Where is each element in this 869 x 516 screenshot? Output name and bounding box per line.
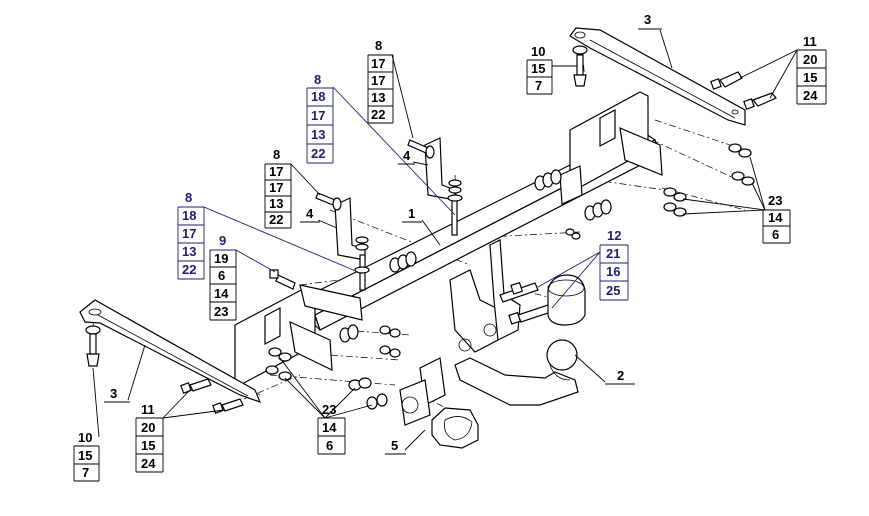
svg-text:6: 6 [326, 438, 333, 453]
stack-left-bolt: 9 19 6 14 23 [209, 233, 237, 321]
svg-text:17: 17 [182, 226, 196, 241]
svg-text:13: 13 [371, 90, 385, 105]
svg-text:11: 11 [141, 402, 155, 417]
leader-lines [92, 29, 798, 451]
svg-text:4: 4 [306, 206, 314, 221]
socket-bracket [399, 357, 446, 426]
tow-ball-cap [547, 274, 586, 326]
part-callout-1: 1 [402, 206, 422, 223]
svg-text:8: 8 [375, 38, 382, 53]
svg-text:22: 22 [182, 262, 196, 277]
svg-text:23: 23 [768, 193, 782, 208]
stack-center-navy: 8 18 17 13 22 [306, 72, 334, 164]
svg-text:3: 3 [110, 386, 117, 401]
stack-top-center: 8 17 17 13 22 [367, 38, 394, 124]
svg-text:15: 15 [78, 448, 92, 463]
part-callout-4-center: 4 [398, 148, 415, 165]
svg-text:17: 17 [371, 56, 385, 71]
svg-text:13: 13 [182, 244, 196, 259]
svg-text:11: 11 [803, 34, 817, 49]
svg-text:8: 8 [185, 190, 192, 205]
stack-bottom-nuts: 23 14 6 [317, 402, 346, 455]
ball-bolts [499, 281, 552, 325]
stack-top-right-bolts: 11 20 15 24 [796, 34, 827, 105]
svg-text:15: 15 [803, 70, 817, 85]
rear-bolts-left [180, 378, 244, 414]
svg-text:7: 7 [535, 78, 542, 93]
part-callout-3-right: 3 [638, 12, 662, 30]
svg-text:20: 20 [803, 52, 817, 67]
svg-text:12: 12 [607, 228, 621, 243]
svg-text:5: 5 [391, 438, 398, 453]
svg-text:23: 23 [322, 402, 336, 417]
small-bolt-right [572, 45, 588, 87]
svg-text:14: 14 [214, 286, 229, 301]
part-callout-5: 5 [385, 438, 406, 455]
svg-text:22: 22 [269, 212, 283, 227]
svg-text:20: 20 [141, 420, 155, 435]
svg-text:24: 24 [803, 88, 818, 103]
part-callout-2: 2 [605, 368, 635, 385]
stack-right-nuts: 23 14 6 [762, 193, 791, 244]
svg-text:10: 10 [78, 430, 92, 445]
nut-washer-clusters [265, 143, 755, 410]
svg-text:8: 8 [314, 72, 321, 87]
svg-text:17: 17 [311, 108, 325, 123]
svg-text:21: 21 [606, 246, 620, 261]
stack-ball-bolts: 12 21 16 25 [599, 228, 629, 301]
svg-text:16: 16 [606, 264, 620, 279]
svg-text:14: 14 [768, 210, 783, 225]
svg-text:15: 15 [531, 61, 545, 76]
mounting-bracket-right [559, 91, 663, 205]
svg-text:3: 3 [644, 12, 651, 27]
svg-text:4: 4 [403, 148, 411, 163]
svg-text:15: 15 [141, 438, 155, 453]
svg-text:14: 14 [322, 420, 337, 435]
svg-text:22: 22 [371, 107, 385, 122]
svg-text:25: 25 [606, 283, 620, 298]
stack-left-navy: 8 18 17 13 22 [177, 190, 205, 280]
svg-text:9: 9 [219, 233, 226, 248]
electrical-socket [431, 407, 479, 449]
bolt-9 [269, 269, 296, 290]
part-callout-3-left: 3 [104, 386, 130, 403]
svg-text:2: 2 [617, 368, 624, 383]
svg-text:23: 23 [214, 304, 228, 319]
svg-text:17: 17 [269, 164, 283, 179]
bracket-bolts [315, 139, 463, 291]
stack-bottom-bolts: 11 20 15 24 [135, 402, 164, 473]
svg-text:6: 6 [772, 227, 779, 242]
svg-text:19: 19 [214, 251, 228, 266]
part-callout-4-left: 4 [300, 206, 320, 223]
svg-text:18: 18 [182, 208, 196, 223]
stack-bottom-left: 10 15 7 [73, 430, 100, 482]
svg-text:13: 13 [269, 196, 283, 211]
svg-text:7: 7 [82, 465, 89, 480]
svg-text:17: 17 [371, 73, 385, 88]
svg-text:17: 17 [269, 180, 283, 195]
svg-text:18: 18 [311, 89, 325, 104]
svg-text:8: 8 [273, 147, 280, 162]
rear-bolts-right [710, 71, 777, 110]
svg-text:24: 24 [141, 456, 156, 471]
svg-text:6: 6 [218, 268, 225, 283]
small-bolt-left [85, 325, 101, 367]
stack-left-mid: 8 17 17 13 22 [264, 147, 292, 229]
side-rail-right [569, 27, 746, 126]
side-rail-left [79, 299, 262, 404]
svg-text:1: 1 [408, 206, 415, 221]
stack-top-right-small: 10 15 7 [526, 44, 553, 95]
svg-text:22: 22 [311, 146, 325, 161]
mounting-bracket-left [234, 284, 363, 386]
svg-text:10: 10 [531, 44, 545, 59]
tow-ball-arm [454, 339, 579, 406]
svg-text:13: 13 [311, 127, 325, 142]
